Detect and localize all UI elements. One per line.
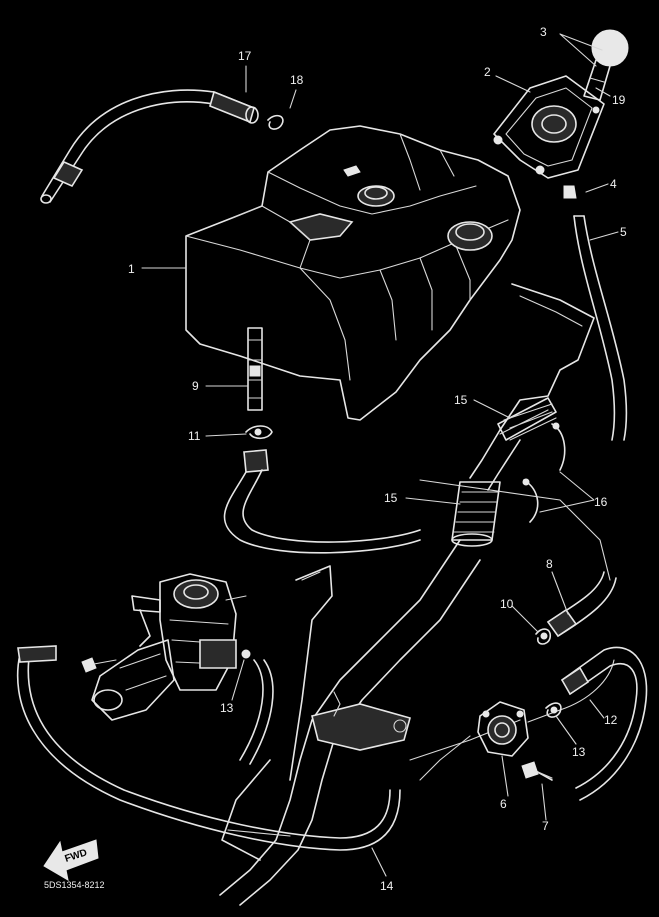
corrugated-hose-upper (469, 397, 557, 491)
carburetor (131, 573, 251, 691)
callout-6: 6 (500, 797, 507, 811)
frame (219, 283, 611, 906)
callout-7: 7 (542, 819, 549, 833)
fuel-hose-17 (40, 89, 259, 204)
callout-3: 3 (540, 25, 547, 39)
corrugated-hose-lower (451, 481, 501, 547)
drawing-code: 5DS1354-8212 (44, 880, 105, 890)
filler-cap-assembly (493, 29, 629, 199)
bolt-7 (521, 761, 553, 781)
fuel-hose-8 (546, 571, 617, 638)
clip-10 (535, 628, 552, 645)
callout-12: 12 (604, 713, 618, 727)
clip-13-right (545, 702, 562, 718)
fuel-cock (419, 659, 615, 781)
callout-13-left: 13 (220, 701, 234, 715)
breather-hose (573, 215, 628, 441)
fuel-cock-strainer (247, 327, 263, 411)
intake-manifold (81, 639, 175, 721)
callout-15-upper: 15 (454, 393, 468, 407)
clip-18 (267, 114, 284, 130)
callout-14: 14 (380, 879, 394, 893)
fuel-hose-14 (16, 645, 401, 851)
fuel-tank (185, 125, 521, 421)
callout-5: 5 (620, 225, 627, 239)
clip-11 (245, 425, 273, 440)
callout-15-lower: 15 (384, 491, 398, 505)
hose-clamps (522, 422, 566, 523)
callout-4: 4 (610, 177, 617, 191)
callout-16: 16 (594, 495, 608, 509)
callout-13-right: 13 (572, 745, 586, 759)
callout-18: 18 (290, 73, 304, 87)
callout-2: 2 (484, 65, 491, 79)
callout-labels: 1 2 3 4 5 6 7 8 9 10 11 12 13 13 14 15 1… (128, 25, 627, 893)
callout-10: 10 (500, 597, 514, 611)
callout-8: 8 (546, 557, 553, 571)
callout-17: 17 (238, 49, 252, 63)
callout-9: 9 (192, 379, 199, 393)
leader-lines (141, 33, 619, 877)
callout-19: 19 (612, 93, 626, 107)
callout-11: 11 (188, 429, 201, 443)
fuel-hose-12 (560, 646, 648, 801)
fwd-arrow: FWD (43, 839, 99, 881)
callout-1: 1 (128, 262, 135, 276)
fuel-hose-lower (223, 449, 421, 554)
